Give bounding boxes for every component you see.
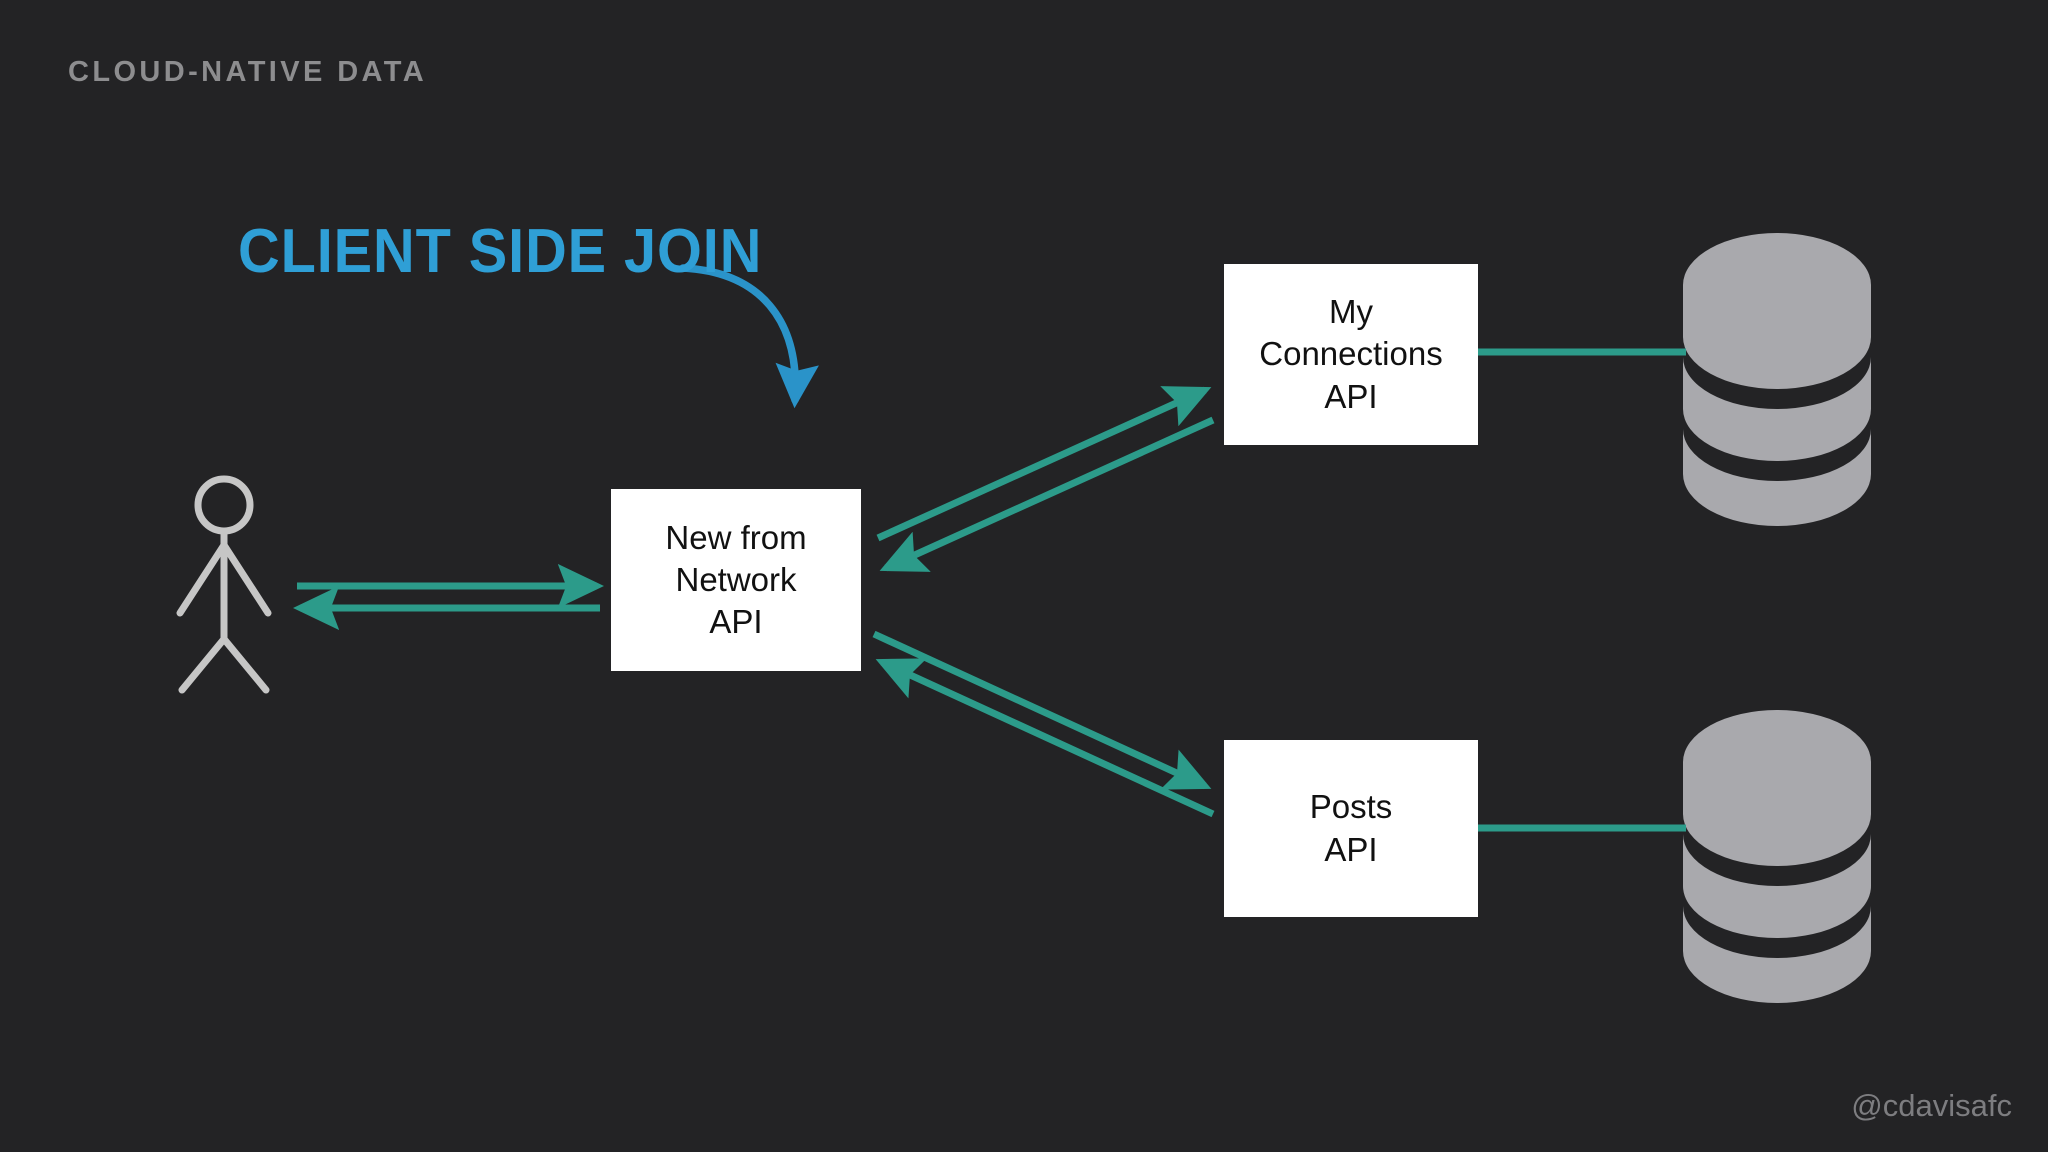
stick-figure-head [194, 475, 254, 535]
db-top-disc-connections [1683, 233, 1871, 389]
node-my-connections-api[interactable]: My Connections API [1224, 264, 1478, 445]
stick-figure-arm-left [176, 541, 228, 617]
db-top-disc-posts [1683, 710, 1871, 866]
user-stick-figure [176, 475, 272, 694]
stick-figure-arm-right [220, 541, 272, 617]
db-middle-disc-connections [1683, 357, 1871, 461]
posts-database [1683, 710, 1871, 1003]
slide-eyebrow: CLOUD-NATIVE DATA [68, 56, 428, 88]
edge-network-to-connections-request [876, 386, 1212, 542]
db-bottom-disc-posts [1683, 906, 1871, 1003]
author-watermark: @cdavisafc [1851, 1088, 2012, 1123]
page-title: CLIENT SIDE JOIN [238, 217, 763, 286]
db-bottom-disc-connections [1683, 429, 1871, 526]
connections-database [1683, 233, 1871, 526]
db-middle-disc-posts [1683, 834, 1871, 938]
edge-connections-to-network-response [879, 416, 1215, 572]
stick-figure-leg-right [220, 635, 270, 694]
edge-network-to-posts-request [872, 630, 1212, 790]
edge-posts-to-network-response [875, 658, 1215, 818]
stick-figure-leg-left [178, 635, 228, 694]
node-new-from-network-api[interactable]: New from Network API [611, 489, 861, 671]
node-posts-api[interactable]: Posts API [1224, 740, 1478, 917]
client-side-join-callout-arrow [679, 264, 819, 409]
